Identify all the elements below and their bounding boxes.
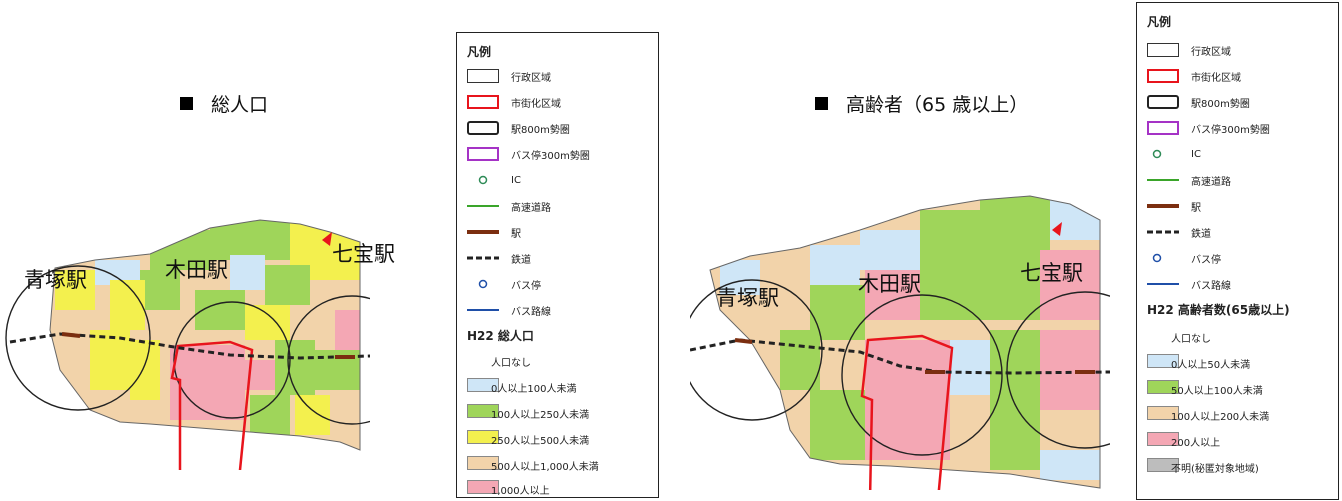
right-label-shippo: 七宝駅 xyxy=(1020,261,1083,285)
left-map xyxy=(5,219,370,470)
aotsuka-station-circle xyxy=(5,265,151,411)
legend-item-station-area: 駅800m勢圏 xyxy=(467,119,570,137)
station-line-icon xyxy=(467,230,499,234)
aotsuka-station-circle xyxy=(690,279,823,421)
urban-area-outline xyxy=(170,340,254,470)
ic-icon xyxy=(1152,149,1162,159)
class-swatch xyxy=(1147,432,1179,446)
legend-class: 100人以上250人未満 xyxy=(467,403,607,423)
legend-item-railway: 鉄道 xyxy=(467,249,531,267)
legend-item-bus-route: バス路線 xyxy=(467,301,551,319)
shippo-station-circle xyxy=(1006,291,1110,449)
legend-item-ic: IC xyxy=(467,171,521,189)
bus-area-swatch xyxy=(467,147,499,161)
railway-line-icon xyxy=(1147,230,1179,234)
legend-class: 人口なし xyxy=(1147,327,1287,347)
class-swatch xyxy=(467,430,499,444)
legend-section-title: H22 高齢者数(65歳以上) xyxy=(1147,303,1290,317)
legend-item-station-area: 駅800m勢圏 xyxy=(1147,93,1250,111)
expressway-line-icon xyxy=(1147,179,1179,181)
legend-class: 0人以上50人未満 xyxy=(1147,353,1287,373)
shippo-station-circle xyxy=(287,295,370,425)
legend-item-ic: IC xyxy=(1147,145,1201,163)
expressway-line-icon xyxy=(467,205,499,207)
left-label-kida: 木田駅 xyxy=(165,258,228,282)
legend-item-urban: 市街化区域 xyxy=(1147,67,1241,85)
right-legend: 凡例 行政区域 市街化区域 駅800m勢圏 バス停300m勢圏 IC 高速道路 … xyxy=(1136,2,1339,500)
bus-route-line-icon xyxy=(1147,283,1179,285)
legend-item-station: 駅 xyxy=(1147,197,1201,215)
legend-item-expressway: 高速道路 xyxy=(467,197,551,215)
left-legend: 凡例 行政区域 市街化区域 駅800m勢圏 バス停300m勢圏 IC 高速道路 … xyxy=(456,32,659,498)
class-swatch xyxy=(1147,406,1179,420)
station-mark xyxy=(734,338,753,344)
legend-class: 不明(秘匿対象地域) xyxy=(1147,457,1287,477)
bus-area-swatch xyxy=(1147,121,1179,135)
railway-line-icon xyxy=(467,256,499,260)
kida-station-circle xyxy=(841,294,1003,456)
right-label-aotsuka: 青塚駅 xyxy=(716,286,779,310)
legend-item-urban: 市街化区域 xyxy=(467,93,561,111)
legend-title: 凡例 xyxy=(467,45,492,59)
legend-class: 500人以上1,000人未満 xyxy=(467,455,607,475)
left-map-choropleth xyxy=(50,220,360,450)
legend-item-bus-stop: バス停 xyxy=(1147,249,1221,267)
admin-boundary-swatch xyxy=(1147,43,1179,57)
legend-class: 50人以上100人未満 xyxy=(1147,379,1287,399)
right-map xyxy=(690,195,1110,490)
legend-section-title: H22 総人口 xyxy=(467,329,534,343)
admin-boundary xyxy=(49,219,361,451)
legend-item-bus-area: バス停300m勢圏 xyxy=(467,145,590,163)
class-swatch xyxy=(467,480,499,494)
right-label-kida: 木田駅 xyxy=(858,272,921,296)
admin-boundary-swatch xyxy=(467,69,499,83)
bus-route-line-icon xyxy=(467,309,499,311)
station-area-swatch xyxy=(467,121,499,135)
station-area-swatch xyxy=(1147,95,1179,109)
urban-area-swatch xyxy=(467,95,499,109)
class-swatch xyxy=(467,378,499,392)
legend-class: 100人以上200人未満 xyxy=(1147,405,1287,425)
class-swatch xyxy=(467,404,499,418)
class-swatch xyxy=(467,456,499,470)
left-map-title: 総人口 xyxy=(180,90,268,117)
admin-boundary xyxy=(709,195,1101,489)
legend-item-bus-stop: バス停 xyxy=(467,275,541,293)
urban-area-outline xyxy=(860,334,954,490)
legend-class: 1,000人以上 xyxy=(467,479,607,499)
legend-class: 250人以上500人未満 xyxy=(467,429,607,449)
legend-class: 0人以上100人未満 xyxy=(467,377,607,397)
left-label-aotsuka: 青塚駅 xyxy=(24,268,87,292)
station-line-icon xyxy=(1147,204,1179,208)
class-swatch xyxy=(1147,380,1179,394)
legend-item-admin: 行政区域 xyxy=(467,67,551,85)
legend-item-admin: 行政区域 xyxy=(1147,41,1231,59)
legend-class: 200人以上 xyxy=(1147,431,1287,451)
bus-stop-icon xyxy=(478,279,488,289)
urban-area-swatch xyxy=(1147,69,1179,83)
legend-item-expressway: 高速道路 xyxy=(1147,171,1231,189)
urban-area-corner xyxy=(1052,222,1062,236)
ic-icon xyxy=(478,175,488,185)
kida-station-circle xyxy=(173,301,291,419)
legend-item-bus-route: バス路線 xyxy=(1147,275,1231,293)
legend-class: 人口なし xyxy=(467,351,607,371)
square-bullet-icon xyxy=(180,97,193,110)
square-bullet-icon xyxy=(815,97,828,110)
class-swatch xyxy=(1147,458,1179,472)
right-map-title: 高齢者（65 歳以上） xyxy=(815,90,1028,117)
bus-stop-icon xyxy=(1152,253,1162,263)
railway-line xyxy=(9,332,370,360)
left-label-shippo: 七宝駅 xyxy=(332,242,395,266)
legend-item-bus-area: バス停300m勢圏 xyxy=(1147,119,1270,137)
legend-title: 凡例 xyxy=(1147,15,1172,29)
legend-item-railway: 鉄道 xyxy=(1147,223,1211,241)
urban-area-corner xyxy=(322,232,332,246)
legend-item-station: 駅 xyxy=(467,223,521,241)
class-swatch xyxy=(1147,354,1179,368)
station-mark xyxy=(61,332,81,338)
